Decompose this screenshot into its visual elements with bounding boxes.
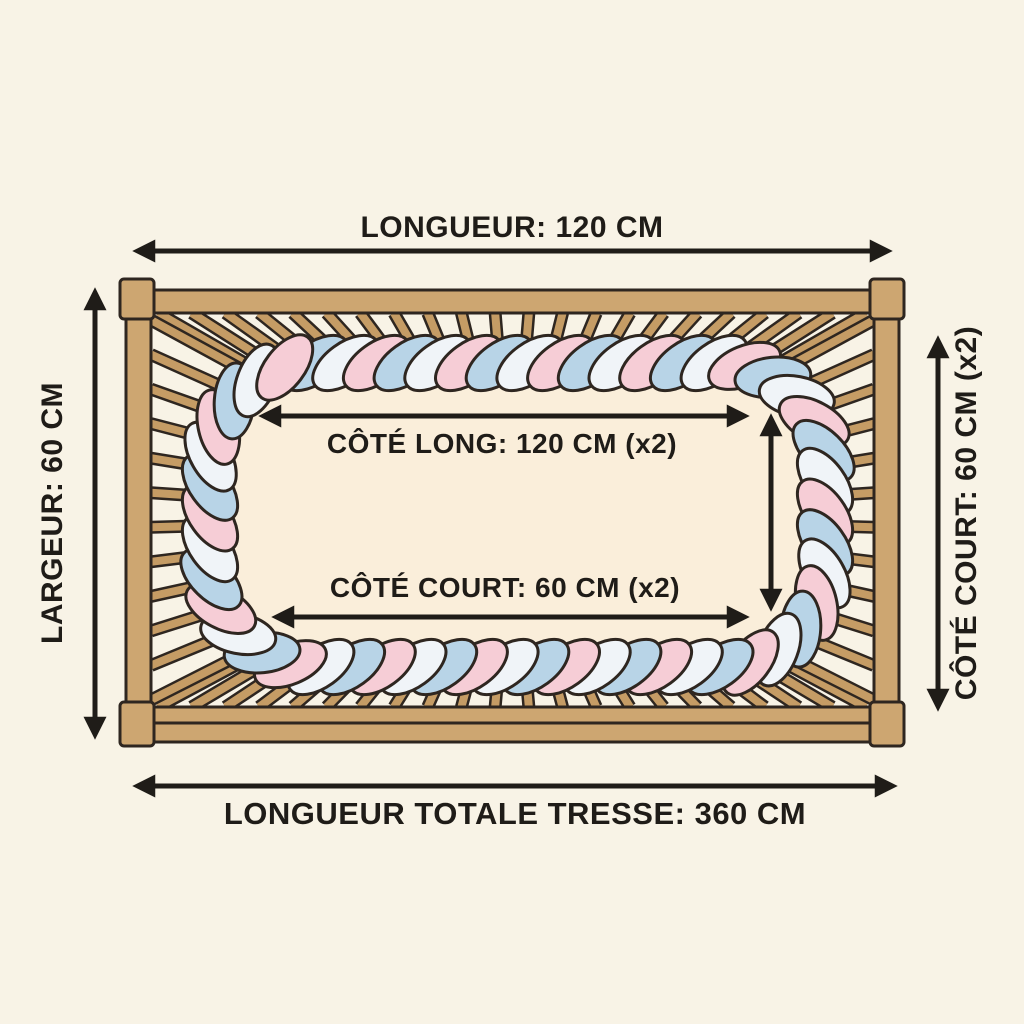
corner-post-bottom-right xyxy=(868,700,906,748)
corner-post-bottom-left xyxy=(118,700,156,748)
dimension-labels: LONGUEUR: 120 CM LARGEUR: 60 CM CÔTÉ COU… xyxy=(36,211,983,831)
frame-rail-bottom-inner xyxy=(124,705,901,725)
cote-court-label: CÔTÉ COURT: 60 CM (x2) xyxy=(330,571,680,603)
longueur-totale-label: LONGUEUR TOTALE TRESSE: 360 CM xyxy=(224,796,806,831)
cote-court-side-label: CÔTÉ COURT: 60 CM (x2) xyxy=(949,326,983,700)
longueur-label: LONGUEUR: 120 CM xyxy=(360,211,663,244)
frame-rail-bottom-outer xyxy=(124,721,901,744)
mattress xyxy=(222,375,813,656)
corner-post-top-left xyxy=(118,277,156,321)
frame-rail-top xyxy=(124,288,901,315)
frame-rail-left xyxy=(124,288,153,744)
frame-rail-right xyxy=(872,288,901,744)
dimension-arrows xyxy=(83,239,950,798)
crib-frame xyxy=(118,277,906,748)
braided-bumper xyxy=(179,333,856,697)
largeur-label: LARGEUR: 60 CM xyxy=(36,382,69,644)
braid-segment xyxy=(255,333,315,402)
corner-post-top-right xyxy=(868,277,906,321)
cote-long-label: CÔTÉ LONG: 120 CM (x2) xyxy=(327,427,677,459)
